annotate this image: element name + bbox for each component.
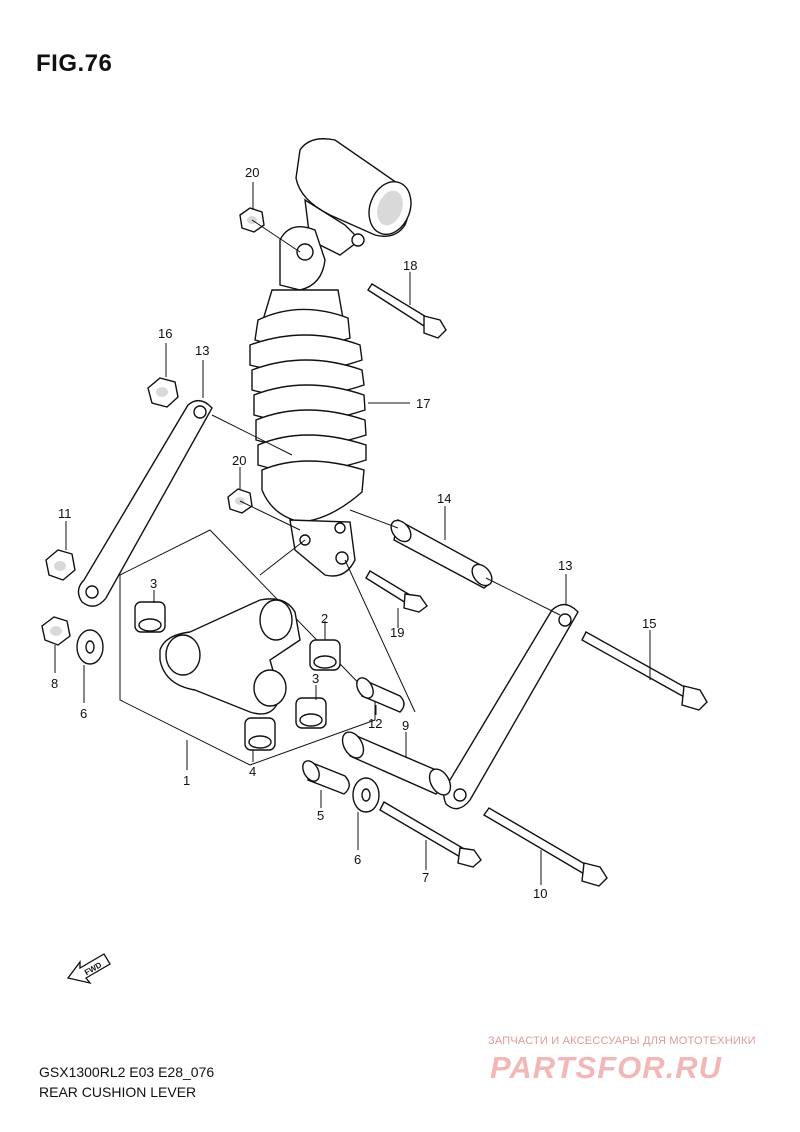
bearing-3-lower <box>295 697 327 729</box>
callout-17: 17 <box>416 396 430 411</box>
callout-12: 12 <box>368 716 382 731</box>
callout-labels: 20 18 16 13 17 20 14 11 3 13 2 19 15 3 8… <box>51 165 656 901</box>
callout-19: 19 <box>390 625 404 640</box>
bearing-2 <box>309 639 341 671</box>
callout-8: 8 <box>51 676 58 691</box>
bearing-4 <box>244 717 276 751</box>
model-code: GSX1300RL2 E03 E28_076 <box>39 1064 215 1080</box>
figure-title: FIG.76 <box>36 50 113 77</box>
callout-6-left: 6 <box>80 706 87 721</box>
leader-lines <box>211 219 561 713</box>
washer-6-left <box>76 629 104 665</box>
callout-7: 7 <box>422 870 429 885</box>
callout-20-upper: 20 <box>245 165 259 180</box>
callout-6-right: 6 <box>354 852 361 867</box>
callout-11: 11 <box>58 506 72 521</box>
fwd-arrow-icon: FWD <box>66 953 111 985</box>
watermark-logo: PARTSFOR.RU <box>490 1050 723 1085</box>
bolt-7 <box>379 801 482 868</box>
callout-10: 10 <box>533 886 547 901</box>
bearing-3-upper <box>134 601 166 633</box>
callout-3-upper: 3 <box>150 576 157 591</box>
bolt-10 <box>482 807 608 887</box>
callout-5: 5 <box>317 808 324 823</box>
spacer-9 <box>341 731 452 796</box>
callout-3-lower: 3 <box>312 671 319 686</box>
callout-13-right: 13 <box>558 558 572 573</box>
callout-16: 16 <box>158 326 172 341</box>
diagram-name: REAR CUSHION LEVER <box>39 1084 197 1100</box>
callout-14: 14 <box>437 491 451 506</box>
callout-18: 18 <box>403 258 417 273</box>
callout-leaders <box>54 182 651 885</box>
callout-9: 9 <box>402 718 409 733</box>
spacer-14 <box>390 518 493 589</box>
callout-1: 1 <box>183 773 190 788</box>
callout-2: 2 <box>321 611 328 626</box>
bolt-15 <box>581 631 708 711</box>
nut-16 <box>147 377 179 408</box>
callout-4: 4 <box>249 764 256 779</box>
cushion-lever-assembly <box>119 529 376 766</box>
spacer-12 <box>356 677 405 713</box>
tie-rod-13-left <box>77 400 213 607</box>
nut-8 <box>41 616 71 646</box>
callout-20-lower: 20 <box>232 453 246 468</box>
callout-13-left: 13 <box>195 343 209 358</box>
washer-6-right <box>352 777 380 813</box>
shock-absorber <box>249 138 412 577</box>
tie-rod-13-right <box>443 603 579 810</box>
nut-11 <box>45 549 76 581</box>
bolt-19 <box>365 570 428 613</box>
callout-15: 15 <box>642 616 656 631</box>
watermark-subtitle: ЗАПЧАСТИ И АКСЕССУАРЫ ДЛЯ МОТОТЕХНИКИ <box>488 1035 756 1047</box>
bolt-18 <box>367 283 447 339</box>
spacer-5 <box>302 760 350 795</box>
